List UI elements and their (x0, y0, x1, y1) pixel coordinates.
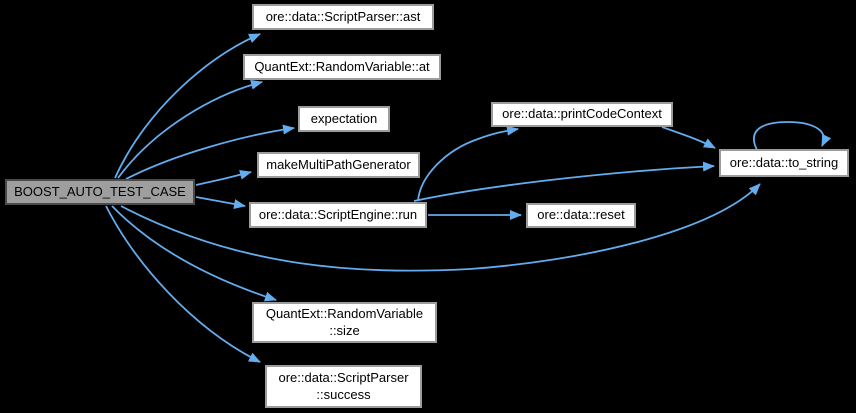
node-scriptparser-success-line1: ore::data::ScriptParser (278, 369, 409, 385)
node-scriptparser-ast[interactable]: ore::data::ScriptParser::ast (252, 4, 434, 30)
edge-root-to-expectation (125, 124, 295, 180)
edge-root-to-ast (114, 33, 261, 179)
node-scriptengine-run[interactable]: ore::data::ScriptEngine::run (249, 202, 427, 228)
edge-run-to-tostring (413, 161, 715, 202)
node-randomvariable-size[interactable]: QuantExt::RandomVariable ::size (252, 302, 437, 343)
edge-root-to-at (117, 79, 263, 179)
node-tostring[interactable]: ore::data::to_string (719, 149, 849, 177)
node-expectation[interactable]: expectation (298, 106, 390, 132)
node-scriptengine-run-label: ore::data::ScriptEngine::run (258, 206, 418, 222)
node-randomvariable-at[interactable]: QuantExt::RandomVariable::at (243, 54, 441, 80)
node-printcodecontext-label: ore::data::printCodeContext (502, 106, 662, 122)
node-expectation-label: expectation (310, 110, 378, 126)
node-randomvariable-size-line1: QuantExt::RandomVariable (265, 305, 424, 321)
node-scriptparser-success[interactable]: ore::data::ScriptParser ::success (265, 365, 422, 408)
node-tostring-label: ore::data::to_string (729, 154, 839, 170)
edge-root-to-makemultipathgenerator (195, 169, 252, 186)
edge-root-to-tostring (120, 183, 761, 272)
node-makemultipathgenerator[interactable]: makeMultiPathGenerator (257, 152, 420, 178)
node-reset-label: ore::data::reset (537, 207, 625, 223)
edge-tostring-self-loop (753, 121, 832, 151)
node-scriptparser-ast-label: ore::data::ScriptParser::ast (265, 8, 421, 24)
edge-run-to-printcodecontext (417, 125, 519, 202)
node-randomvariable-at-label: QuantExt::RandomVariable::at (254, 58, 430, 74)
edge-root-to-success (105, 205, 261, 363)
node-boost-auto-test-case-label: BOOST_AUTO_TEST_CASE (14, 183, 186, 199)
node-reset[interactable]: ore::data::reset (526, 203, 636, 228)
edge-root-to-run (195, 196, 246, 210)
edge-printcodecontext-to-tostring (661, 126, 716, 149)
node-scriptparser-success-line2: ::success (316, 386, 371, 402)
node-randomvariable-size-line2: ::size (329, 322, 360, 338)
node-printcodecontext[interactable]: ore::data::printCodeContext (491, 102, 673, 127)
node-boost-auto-test-case: BOOST_AUTO_TEST_CASE (5, 179, 195, 205)
edge-root-to-size (111, 205, 277, 302)
node-makemultipathgenerator-label: makeMultiPathGenerator (266, 156, 411, 172)
